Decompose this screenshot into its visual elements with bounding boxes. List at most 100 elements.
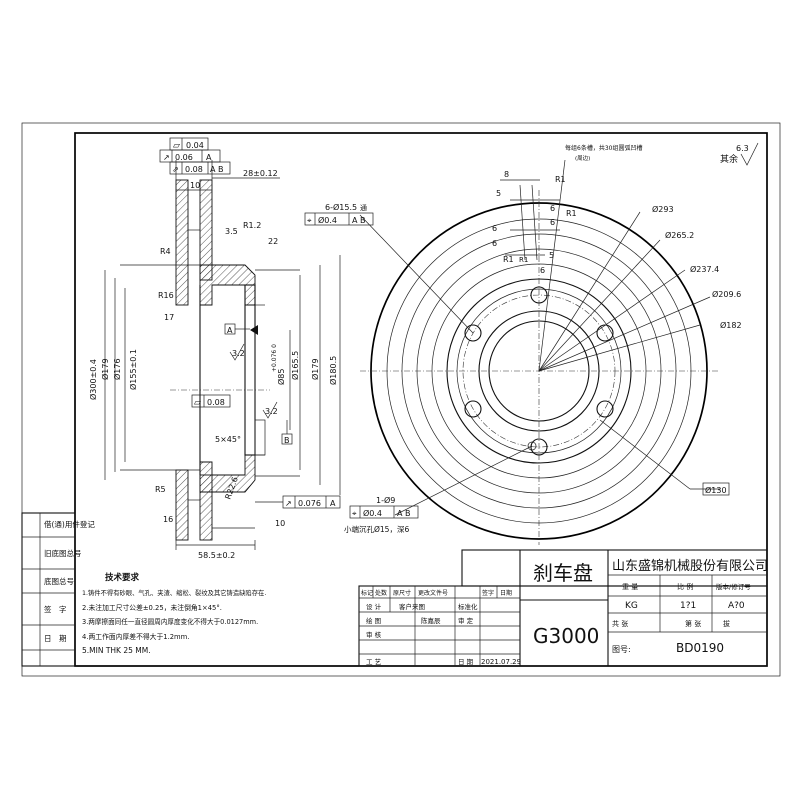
svg-text:0.076: 0.076 (298, 499, 321, 508)
svg-text:A: A (227, 326, 233, 335)
tb-value: 陈嘉辰 (421, 616, 441, 625)
total-runout-symbol: ⇗ (172, 165, 179, 174)
drawing-no-label: 图号: (612, 645, 631, 654)
svg-text:Ø0.4: Ø0.4 (318, 215, 337, 225)
tb-label: 比 例 (677, 582, 693, 591)
svg-text:其余: 其余 (720, 153, 738, 165)
svg-text:0.08: 0.08 (207, 398, 225, 407)
dim-d2374: Ø237.4 (690, 264, 719, 274)
svg-text:A B: A B (397, 509, 411, 518)
dim-dia-85: Ø85 (276, 369, 286, 385)
svg-text:A B: A B (352, 216, 366, 225)
runout-symbol: ↗ (163, 153, 170, 162)
tb-label: 审 核 (366, 630, 382, 639)
groove-dim: R1 (519, 256, 528, 264)
tb-label: 设 计 (366, 602, 382, 611)
dim-17: 17 (164, 313, 174, 322)
svg-text:Ø130: Ø130 (705, 485, 727, 495)
dim-dia-179-left: Ø179 (100, 358, 110, 380)
bolt-hole (530, 286, 548, 304)
svg-text:⌖: ⌖ (352, 509, 357, 518)
dim-thickness: 28±0.12 (243, 169, 278, 178)
dim-d130: Ø130 (702, 482, 730, 496)
tech-item: 1.铸件不得有砂眼、气孔、夹渣、缩松、裂纹及其它铸造缺陷存在. (82, 588, 266, 597)
tb-label: 绘 图 (366, 616, 381, 625)
svg-text:B: B (284, 436, 290, 445)
tb-header: 处数 (375, 589, 387, 597)
gdt-frame-flat-008: ▱ 0.08 (191, 394, 231, 408)
tb-header: 原尺寸 (393, 589, 411, 597)
tb-label: 标准化 (458, 602, 478, 611)
locating-hole (527, 441, 537, 451)
dim-r16: R16 (158, 291, 174, 300)
gdt-value: 0.08 (185, 165, 203, 174)
roughness-other: 其余 6.3 (720, 142, 759, 166)
dim-dia-179-right: Ø179 (310, 358, 320, 380)
friction-plate (175, 469, 189, 541)
front-view (359, 159, 720, 545)
dim-r5: R5 (155, 485, 166, 494)
tb-header: 日期 (500, 589, 512, 597)
groove-dim: 6 (550, 218, 555, 227)
tech-title: 技术要求 (105, 572, 140, 583)
revision-row: 旧底图总号 (44, 548, 82, 558)
groove-dim: 6 (492, 239, 497, 248)
groove-dim: 6 (550, 204, 555, 213)
drawing-no: BD0190 (676, 641, 724, 655)
tb-label: 工 艺 (366, 658, 382, 666)
groove-dim: 6 (540, 266, 545, 275)
gdt-ref: A B (210, 165, 224, 174)
tb-label: 共 张 (612, 619, 628, 628)
company-name: 山东盛锦机械股份有限公司 (612, 559, 768, 574)
dim-r4: R4 (160, 247, 171, 256)
svg-text:▱: ▱ (194, 398, 201, 408)
dim-dia-155: Ø155±0.1 (128, 349, 138, 390)
bolt-hole (530, 438, 548, 456)
groove-dim: 8 (504, 170, 509, 179)
svg-text:6.3: 6.3 (736, 144, 749, 153)
holes-callout: 6-Ø15.5 通 ⌖ Ø0.4 A B (304, 202, 374, 226)
groove-dim: 5 (496, 189, 501, 198)
svg-text:6-Ø15.5: 6-Ø15.5 (325, 202, 357, 212)
tb-label: 版本/修订号 (716, 582, 751, 591)
svg-text:⌖: ⌖ (307, 216, 312, 225)
groove-dim: R1 (555, 175, 566, 184)
dim-width-top: 10 (190, 181, 200, 190)
bolt-hole (596, 400, 614, 418)
gdt-value: 0.06 (175, 153, 193, 162)
tb-label: 重 量 (622, 583, 638, 591)
dim-width-bottom: 10 (275, 519, 285, 528)
bolt-hole (464, 324, 482, 342)
tech-requirements: 技术要求 1.铸件不得有砂眼、气孔、夹渣、缩松、裂纹及其它铸造缺陷存在. 2.未… (82, 572, 266, 655)
part-code: G3000 (533, 624, 599, 648)
dim-dia-1805: Ø180.5 (328, 356, 338, 385)
small-hole-callout: 1-Ø9 ⌖ Ø0.4 A B 小端沉孔Ø15，深6 (344, 495, 419, 534)
dim-chamfer: 5×45° (215, 435, 241, 444)
slots-note: 每组6条槽，共30组圆弧凹槽 (565, 144, 642, 152)
dim-d2096: Ø209.6 (712, 289, 741, 299)
tech-item: 2.未注加工尺寸公差±0.25，未注倒角1×45°. (82, 603, 222, 612)
svg-text:通: 通 (360, 203, 367, 212)
revision-row: 借(通)用件登记 (44, 519, 95, 529)
gdt-frame-runout: ↗ 0.06 A (159, 149, 221, 163)
svg-text:1-Ø9: 1-Ø9 (376, 495, 395, 505)
tb-value: 拔 (723, 619, 730, 628)
tech-item: 5.MIN THK 25 MM. (82, 646, 151, 655)
dim-d2652: Ø265.2 (665, 230, 694, 240)
svg-text:小端沉孔Ø15，深6: 小端沉孔Ø15，深6 (344, 524, 409, 534)
dim-depth: 58.5±0.2 (198, 551, 235, 560)
tb-value: 客户来图 (399, 602, 425, 611)
friction-plate (175, 179, 189, 306)
flatness-symbol: ▱ (173, 141, 180, 151)
groove-dim: 6 (492, 224, 497, 233)
slots-note-sub: (周边) (575, 154, 590, 162)
section-view (104, 160, 341, 550)
tb-label: 日 期 (458, 658, 474, 666)
part-name: 刹车盘 (533, 561, 593, 585)
tb-value: 1?1 (680, 601, 696, 611)
dim-d293: Ø293 (652, 204, 674, 214)
dim-22: 22 (268, 237, 278, 246)
revision-row: 底图总号 (44, 576, 74, 586)
tech-item: 4.两工作面内厚差不得大于1.2mm. (82, 632, 189, 641)
